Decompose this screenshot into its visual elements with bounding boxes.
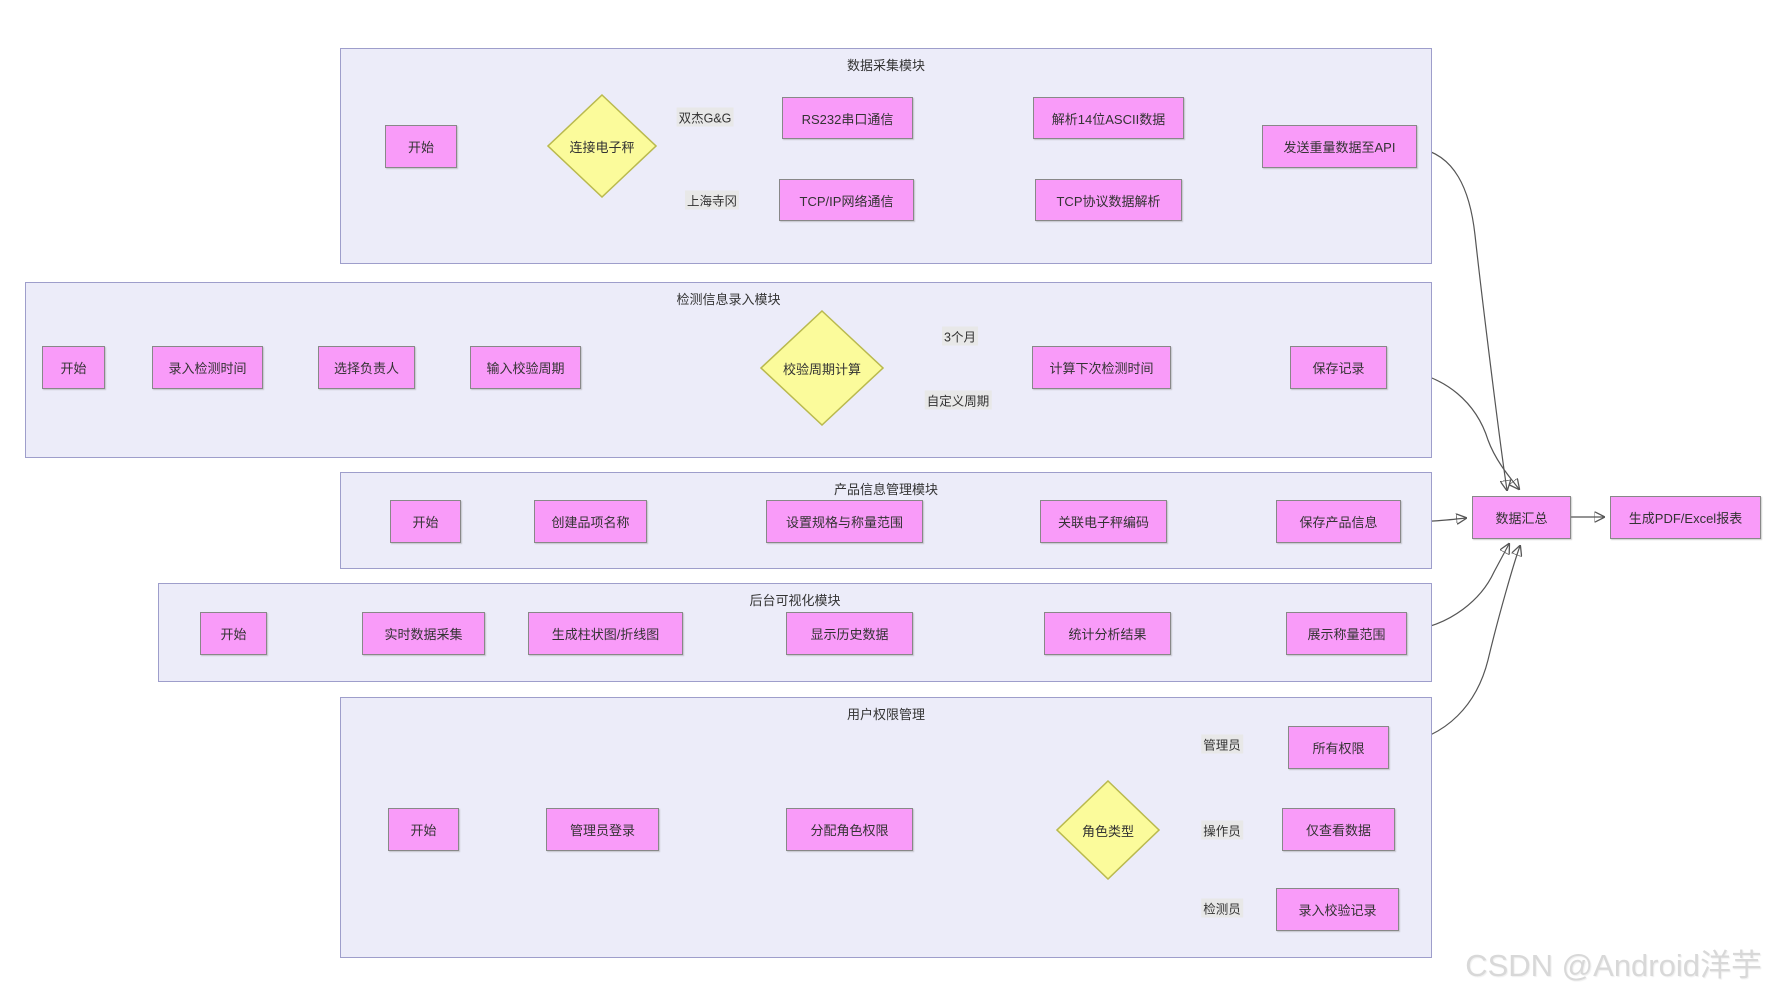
diamond-shape — [760, 310, 884, 426]
node-start-3: 开始 — [390, 500, 461, 543]
module-title: 用户权限管理 — [846, 707, 925, 722]
edge-label-3months: 3个月 — [942, 326, 978, 346]
node-send-api: 发送重量数据至API — [1262, 125, 1417, 168]
node-start-5: 开始 — [388, 808, 459, 851]
decision-label: 校验周期计算 — [782, 361, 861, 377]
edge — [1416, 147, 1507, 490]
node-all-permissions: 所有权限 — [1288, 726, 1389, 769]
node-save-record: 保存记录 — [1290, 346, 1387, 389]
node-assign-role: 分配角色权限 — [786, 808, 913, 851]
node-entry-time: 录入检测时间 — [152, 346, 263, 389]
node-realtime-collect: 实时数据采集 — [362, 612, 485, 655]
node-parse-ascii: 解析14位ASCII数据 — [1033, 97, 1184, 139]
node-generate-charts: 生成柱状图/折线图 — [528, 612, 683, 655]
node-tcpip: TCP/IP网络通信 — [779, 179, 914, 221]
decision-label: 角色类型 — [1081, 823, 1134, 839]
decision-label: 连接电子秤 — [569, 139, 635, 155]
edge-label-shanghai: 上海寺冈 — [684, 190, 740, 210]
node-stats-result: 统计分析结果 — [1044, 612, 1171, 655]
node-link-scale-code: 关联电子秤编码 — [1040, 500, 1167, 543]
node-admin-login: 管理员登录 — [546, 808, 659, 851]
edge-label-operator: 操作员 — [1201, 820, 1243, 840]
module-inspection-entry: 检测信息录入模块 — [25, 282, 1432, 458]
decision-cycle-calc: 校验周期计算 — [760, 310, 884, 426]
diamond-shape — [1056, 780, 1160, 880]
edge-label-shuangjie: 双杰G&G — [676, 107, 734, 127]
node-calc-next-time: 计算下次检测时间 — [1032, 346, 1171, 389]
decision-connect-scale: 连接电子秤 — [547, 94, 657, 198]
node-set-spec: 设置规格与称量范围 — [766, 500, 923, 543]
node-view-only: 仅查看数据 — [1282, 808, 1395, 851]
edge-label-custom-cycle: 自定义周期 — [924, 390, 992, 410]
node-create-item: 创建品项名称 — [534, 500, 647, 543]
node-show-range: 展示称量范围 — [1286, 612, 1407, 655]
node-input-cycle: 输入校验周期 — [470, 346, 581, 389]
module-data-collection: 数据采集模块 — [340, 48, 1432, 264]
decision-role-type: 角色类型 — [1056, 780, 1160, 880]
edge-label-admin: 管理员 — [1201, 734, 1243, 754]
module-title: 数据采集模块 — [846, 58, 925, 73]
module-title: 后台可视化模块 — [749, 593, 841, 608]
module-title: 产品信息管理模块 — [833, 482, 938, 497]
watermark: CSDN @Android洋芋 — [1465, 948, 1762, 983]
node-start-2: 开始 — [42, 346, 105, 389]
node-select-person: 选择负责人 — [318, 346, 415, 389]
edge — [1388, 546, 1520, 747]
edge-label-inspector: 检测员 — [1201, 898, 1243, 918]
node-data-aggregate: 数据汇总 — [1472, 496, 1571, 539]
diamond-shape — [547, 94, 657, 198]
node-tcp-parse: TCP协议数据解析 — [1035, 179, 1182, 221]
node-generate-report: 生成PDF/Excel报表 — [1610, 496, 1761, 539]
node-entry-calibration: 录入校验记录 — [1276, 888, 1399, 931]
module-title: 检测信息录入模块 — [676, 292, 781, 307]
node-start-1: 开始 — [385, 125, 457, 168]
node-rs232: RS232串口通信 — [782, 97, 913, 139]
node-start-4: 开始 — [200, 612, 267, 655]
node-save-product: 保存产品信息 — [1276, 500, 1401, 543]
node-show-history: 显示历史数据 — [786, 612, 913, 655]
